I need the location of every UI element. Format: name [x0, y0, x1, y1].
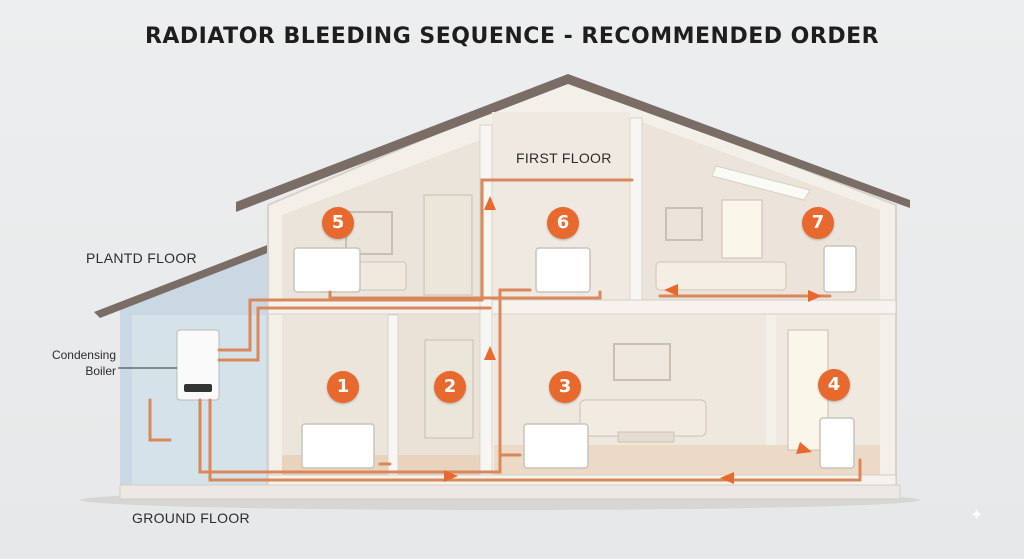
radiator-4: [819, 417, 855, 469]
arrow-up-upper: [484, 196, 496, 210]
arrow-right-upper: [808, 290, 822, 302]
arrow-up-lower: [484, 346, 496, 360]
sequence-badge-3: 3: [549, 371, 581, 403]
coffee-table: [617, 431, 675, 443]
flow-arrows: [444, 196, 822, 484]
sequence-badge-4: 4: [818, 369, 850, 401]
sequence-badge-2: 2: [434, 371, 466, 403]
sequence-badge-6: 6: [547, 207, 579, 239]
arrow-right-ground: [444, 470, 458, 482]
sequence-badge-7: 7: [802, 207, 834, 239]
condensing-boiler: [176, 329, 220, 401]
radiator-6: [535, 247, 591, 293]
plant-room-roof: [94, 244, 270, 318]
room-6-back-wall: [492, 112, 630, 300]
picture-frame: [613, 343, 671, 381]
plant-floor-label: PLANTD FLOOR: [86, 250, 197, 266]
diagram-title: RADIATOR BLEEDING SEQUENCE - RECOMMENDED…: [144, 24, 880, 49]
partition-upper-right: [629, 117, 643, 301]
ground-floor-label: GROUND FLOOR: [132, 510, 250, 526]
arrow-left-upper: [664, 284, 678, 296]
partition-lower-left: [387, 314, 399, 476]
sparkle-icon: ✦: [970, 507, 984, 524]
boiler-display: [184, 384, 212, 392]
boiler-label: Condensing Boiler: [51, 348, 116, 378]
radiator-3: [523, 423, 589, 469]
window-upper: [721, 199, 763, 259]
foundation: [119, 484, 901, 500]
picture-frame: [665, 207, 703, 241]
arrow-left-ground: [720, 472, 734, 484]
radiator-7: [823, 245, 857, 293]
sofa: [579, 399, 707, 437]
first-floor-label: FIRST FLOOR: [516, 150, 612, 166]
pipework: [148, 178, 862, 482]
ground-floor-boards-right: [494, 445, 880, 475]
skylight: [711, 165, 811, 201]
armchair: [355, 261, 407, 291]
door-upper: [423, 194, 473, 296]
arrow-radiator-4: [796, 442, 812, 454]
bed: [655, 261, 787, 291]
radiator-5: [293, 247, 361, 293]
radiator-1: [301, 423, 375, 469]
sequence-badge-5: 5: [322, 207, 354, 239]
sequence-badge-1: 1: [327, 371, 359, 403]
